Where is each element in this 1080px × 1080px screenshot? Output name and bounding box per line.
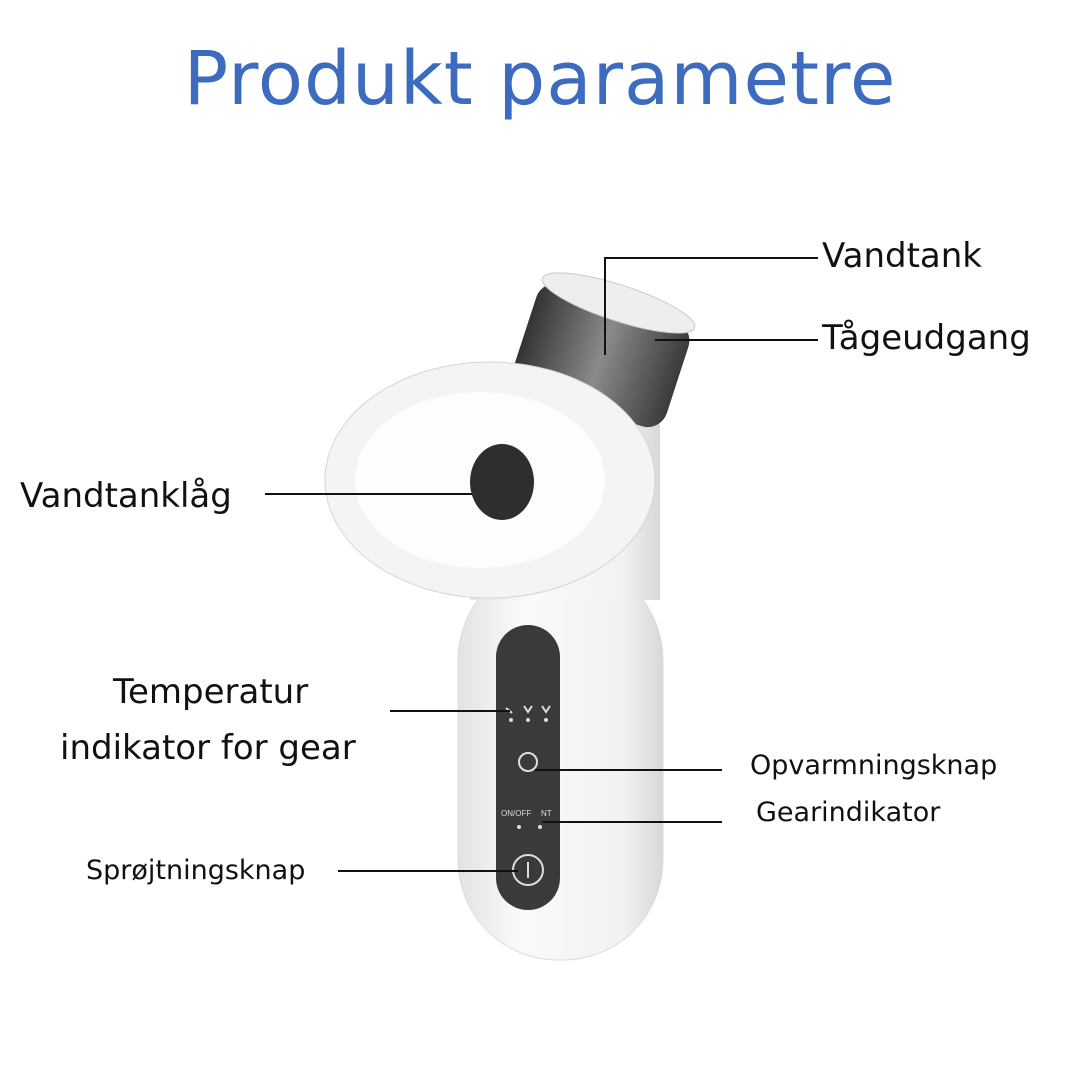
label-gear-indicator: Gearindikator [756, 797, 941, 828]
label-spray-button: Sprøjtningsknap [86, 855, 306, 886]
label-temp-indicator-2: indikator for gear [60, 728, 356, 768]
page-title: Produkt parametre [183, 36, 897, 122]
label-mist-outlet: Tågeudgang [822, 318, 1031, 358]
label-tank-lid: Vandtanklåg [20, 476, 232, 516]
lid-hole [470, 444, 534, 520]
leader-lines [265, 257, 818, 872]
label-heating-button: Opvarmningsknap [750, 750, 998, 781]
label-temp-indicator-1: Temperatur [113, 672, 309, 712]
heating-icon [518, 752, 538, 772]
label-water-tank: Vandtank [822, 236, 982, 276]
control-panel [496, 625, 560, 910]
device-handle [457, 559, 664, 961]
on-off-text: ON/OFF [501, 809, 531, 818]
nt-text: NT [541, 809, 552, 818]
